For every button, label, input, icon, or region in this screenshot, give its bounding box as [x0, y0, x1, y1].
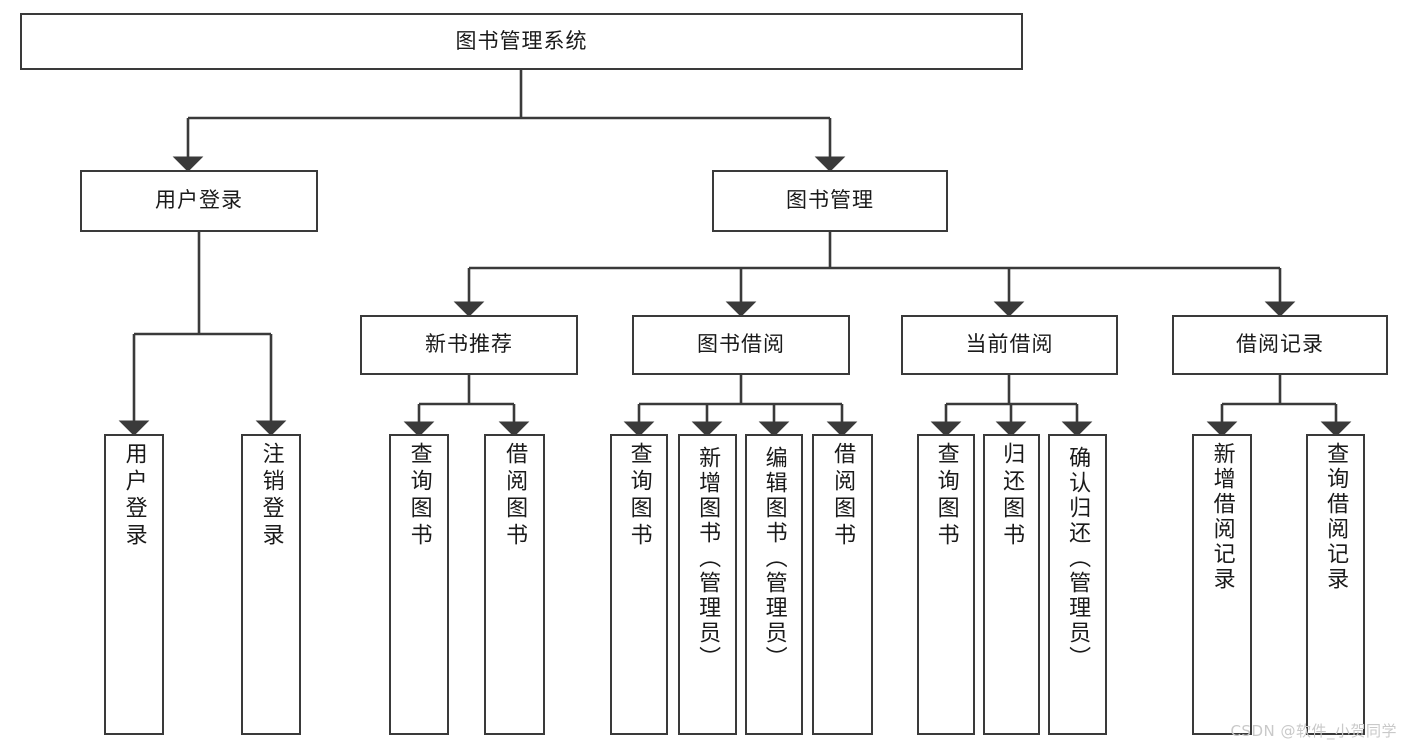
node-leaf-logout[interactable]: 注销登录 — [241, 434, 301, 735]
node-leaf-return-book[interactable]: 归还图书 — [983, 434, 1040, 735]
node-leaf-edit-book[interactable]: 编辑图书（管理员） — [745, 434, 803, 735]
node-root[interactable]: 图书管理系统 — [20, 13, 1023, 70]
node-leaf-query-record-label: 查询借阅记录 — [1323, 442, 1349, 592]
node-leaf-query-book-1-label: 查询图书 — [406, 442, 432, 550]
node-leaf-query-book-3-label: 查询图书 — [933, 442, 959, 550]
node-leaf-edit-book-label: 编辑图书（管理员） — [761, 446, 787, 671]
node-leaf-query-record[interactable]: 查询借阅记录 — [1306, 434, 1365, 735]
watermark: CSDN @软件_小贺同学 — [1230, 722, 1397, 740]
node-book-manage-label: 图书管理 — [786, 188, 874, 213]
node-book-borrow-label: 图书借阅 — [697, 332, 785, 357]
node-user-login[interactable]: 用户登录 — [80, 170, 318, 232]
node-leaf-logout-label: 注销登录 — [258, 442, 284, 550]
node-new-book-recommend-label: 新书推荐 — [425, 332, 513, 357]
node-root-label: 图书管理系统 — [455, 28, 588, 53]
node-leaf-query-book-2[interactable]: 查询图书 — [610, 434, 668, 735]
node-leaf-borrow-book-1[interactable]: 借阅图书 — [484, 434, 545, 735]
node-current-borrow[interactable]: 当前借阅 — [901, 315, 1118, 375]
node-leaf-return-book-label: 归还图书 — [999, 442, 1025, 550]
node-leaf-borrow-book-2[interactable]: 借阅图书 — [812, 434, 873, 735]
node-book-manage[interactable]: 图书管理 — [712, 170, 948, 232]
node-leaf-query-book-2-label: 查询图书 — [626, 442, 652, 550]
node-leaf-query-book-3[interactable]: 查询图书 — [917, 434, 975, 735]
node-leaf-query-book-1[interactable]: 查询图书 — [389, 434, 449, 735]
node-borrow-record[interactable]: 借阅记录 — [1172, 315, 1388, 375]
node-leaf-user-login[interactable]: 用户登录 — [104, 434, 164, 735]
node-leaf-add-record[interactable]: 新增借阅记录 — [1192, 434, 1252, 735]
node-leaf-add-book[interactable]: 新增图书（管理员） — [678, 434, 737, 735]
node-leaf-confirm-return-label: 确认归还（管理员） — [1065, 446, 1091, 671]
node-user-login-label: 用户登录 — [155, 188, 243, 213]
node-leaf-user-login-label: 用户登录 — [121, 442, 147, 550]
node-leaf-add-book-label: 新增图书（管理员） — [695, 446, 721, 671]
node-borrow-record-label: 借阅记录 — [1236, 332, 1324, 357]
node-book-borrow[interactable]: 图书借阅 — [632, 315, 850, 375]
node-new-book-recommend[interactable]: 新书推荐 — [360, 315, 578, 375]
node-leaf-add-record-label: 新增借阅记录 — [1209, 442, 1235, 592]
node-leaf-borrow-book-1-label: 借阅图书 — [502, 442, 528, 550]
node-leaf-borrow-book-2-label: 借阅图书 — [830, 442, 856, 550]
node-leaf-confirm-return[interactable]: 确认归还（管理员） — [1048, 434, 1107, 735]
node-current-borrow-label: 当前借阅 — [965, 332, 1054, 357]
